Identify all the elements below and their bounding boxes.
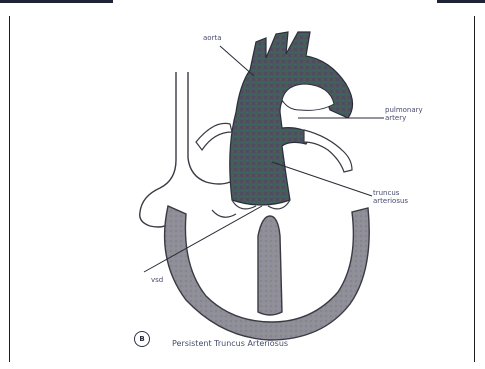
pulmonary-artery <box>304 130 352 172</box>
panel-id-badge: B <box>134 331 150 347</box>
truncus-arteriosus-label: truncus arteriosus <box>373 189 423 205</box>
ventricular-septum <box>258 216 282 315</box>
figure-caption: Persistent Truncus Arteriosus <box>172 339 288 348</box>
vsd-label: vsd <box>151 276 175 284</box>
atrial-branch <box>196 123 232 150</box>
pointer-vsd <box>144 206 262 272</box>
atria-outline <box>140 72 230 227</box>
pointer-aorta <box>220 46 254 76</box>
aorta-label: aorta <box>203 34 221 42</box>
pulmonary-artery-label: pulmonary artery <box>385 106 429 122</box>
